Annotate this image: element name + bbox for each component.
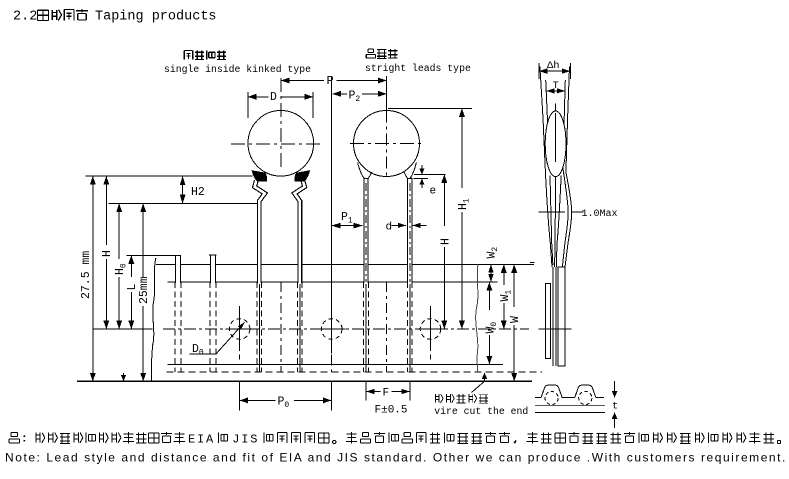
svg-text:P2: P2 [349,89,361,104]
svg-text:T: T [553,80,559,92]
svg-text:W0: W0 [485,322,500,334]
svg-text:F±0.5: F±0.5 [375,405,408,417]
svg-text:stright leads type: stright leads type [365,63,471,74]
svg-text:t: t [612,401,618,413]
svg-text:single inside kinked type: single inside kinked type [164,64,311,75]
svg-text:P1: P1 [341,211,353,226]
svg-text:H2: H2 [191,186,205,199]
svg-text:H: H [439,238,452,245]
svg-text:L: L [126,284,139,291]
svg-text:D0: D0 [192,343,204,358]
svg-text:2.2: 2.2 [13,10,37,25]
svg-text:W1: W1 [499,290,514,302]
svg-text:27.5 mm: 27.5 mm [80,251,93,299]
svg-text:H: H [101,250,114,257]
svg-text:P: P [327,74,334,88]
svg-text:H1: H1 [457,198,472,210]
svg-text:JIS: JIS [232,432,259,446]
svg-text:H0: H0 [114,263,129,275]
svg-text:25mm: 25mm [138,276,151,304]
svg-text:Note: Lead style and distance: Note: Lead style and distance and fit of… [5,451,787,465]
svg-text:F: F [383,388,390,400]
svg-text:EIA: EIA [188,432,215,446]
svg-text:vire cut the end: vire cut the end [434,406,528,417]
svg-text:1.0Max: 1.0Max [582,209,618,220]
svg-text:d: d [386,221,393,233]
svg-text:Taping products: Taping products [95,10,217,25]
svg-text:D: D [270,91,277,104]
svg-text:W: W [509,316,522,323]
svg-text:Δh: Δh [547,60,560,72]
svg-text:W2: W2 [486,247,501,259]
svg-text:P0: P0 [278,396,290,411]
svg-text:e: e [430,186,437,198]
